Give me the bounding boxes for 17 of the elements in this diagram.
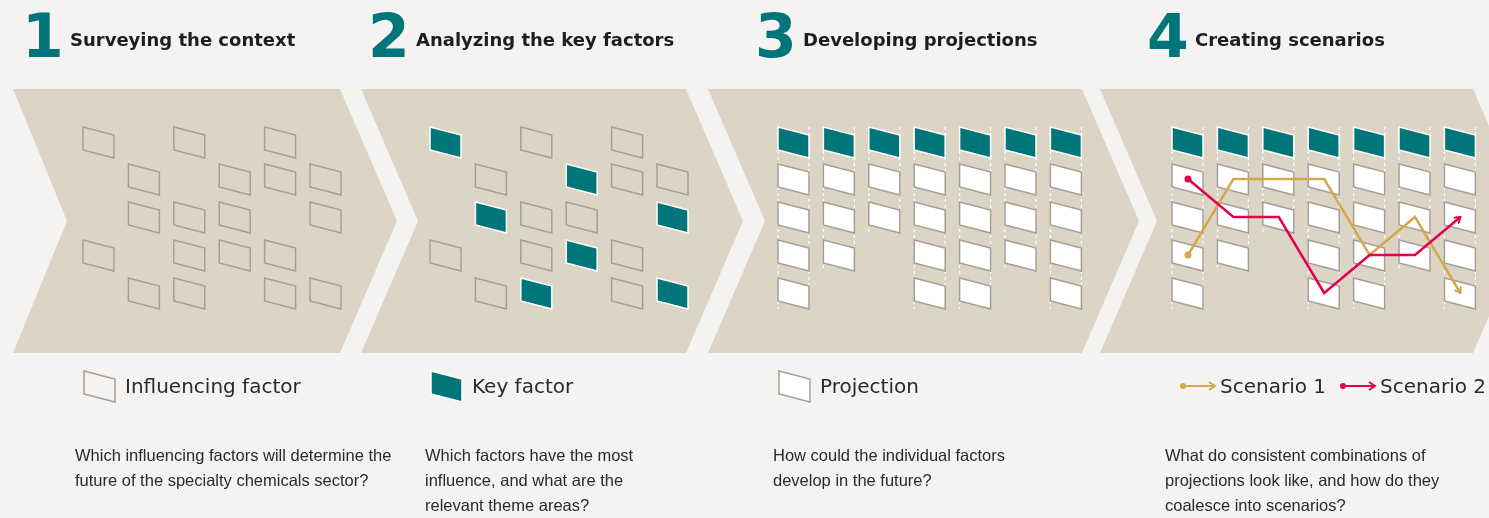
guiding-question: Which factors have the most influence, and what are the relevant theme areas?	[425, 445, 635, 516]
step-heading: Creating scenarios	[1195, 28, 1385, 52]
legend-label: Influencing factor	[125, 373, 301, 399]
step-heading: Analyzing the key factors	[416, 28, 675, 52]
guiding-question: Which influencing factors will determine the future of the specialty chemicals sector?	[75, 445, 393, 491]
step-heading: Surveying the context	[70, 28, 296, 52]
legend-label: Scenario 1	[1220, 373, 1327, 399]
legend-label: Scenario 2	[1380, 373, 1487, 399]
legend-label: Projection	[820, 373, 919, 399]
step-heading: Developing projections	[803, 28, 1038, 52]
guiding-question: What do consistent combinations of projections look like, and how do they coalesce into scenarios?	[1165, 445, 1441, 516]
guiding-question: How could the individual factors develop in the future?	[773, 445, 1007, 491]
step-number: 4	[1147, 6, 1189, 66]
step-number: 2	[368, 6, 410, 66]
legend-label: Key factor	[472, 373, 574, 399]
step-number: 1	[22, 6, 64, 66]
step-number: 3	[755, 6, 797, 66]
